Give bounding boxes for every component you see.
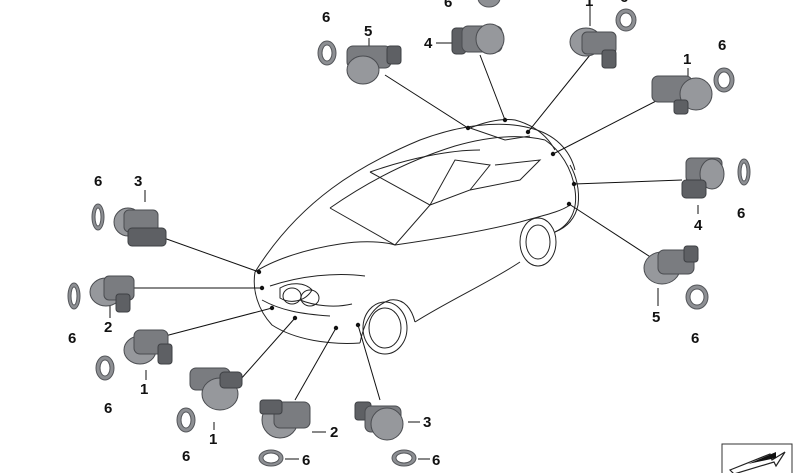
- sensor-top-right: [569, 27, 617, 69]
- callout-ring-bottom-c: 6: [432, 452, 440, 469]
- callout-ring-right-5: 6: [691, 330, 699, 347]
- ring-top: [477, 0, 501, 8]
- sensor-top-left: [346, 45, 402, 85]
- callout-sensor-left-2: 2: [104, 319, 112, 336]
- callout-ring-left-2: 6: [68, 330, 76, 347]
- sensor-right-4: [681, 157, 725, 199]
- ring-bottom-b: [258, 449, 284, 467]
- callout-sensor-bottom-2: 2: [330, 424, 338, 441]
- callout-labels: 6 5 6 4 1 6 1 6 4 6 5 6 6 3 2 6 1 6 6 1 …: [68, 0, 745, 469]
- sensor-bottom-2: [259, 399, 311, 439]
- callout-sensor-top-left: 5: [364, 23, 372, 40]
- callout-sensor-left-1: 1: [140, 381, 148, 398]
- ring-bottom-a: [176, 407, 196, 433]
- callout-ring-top-right: 6: [620, 0, 628, 6]
- callout-sensor-right-5: 5: [652, 309, 660, 326]
- sensor-bottom-3: [354, 401, 404, 441]
- callout-ring-bottom-b: 6: [302, 452, 310, 469]
- ring-right-1: [713, 67, 735, 93]
- sealing-rings: [67, 0, 751, 467]
- callout-sensor-bottom-3: 3: [423, 414, 431, 431]
- sensor-top: [451, 23, 505, 55]
- ring-left-3: [91, 203, 105, 231]
- leader-lines: [109, 6, 699, 433]
- callout-ring-right-1: 6: [718, 37, 726, 54]
- navigation-arrow-box[interactable]: [721, 443, 793, 473]
- ring-left-1: [95, 355, 115, 381]
- callout-ring-left-1: 6: [104, 400, 112, 417]
- ring-right-5: [685, 284, 709, 310]
- callout-ring-left-3: 6: [94, 173, 102, 190]
- vehicle-outline: [253, 119, 579, 355]
- ring-top-right: [615, 8, 637, 32]
- sensor-left-2: [89, 275, 135, 313]
- sensor-right-5: [643, 245, 699, 285]
- callout-sensor-left-3: 3: [134, 173, 142, 190]
- ring-bottom-c: [391, 449, 417, 467]
- callout-ring-top: 6: [444, 0, 452, 11]
- callout-ring-right-4: 6: [737, 205, 745, 222]
- parking-sensors: [89, 23, 725, 441]
- callout-ring-bottom-a: 6: [182, 448, 190, 465]
- callout-sensor-top-4: 4: [424, 35, 433, 52]
- sensor-bottom-1: [189, 367, 243, 411]
- callout-ring-top-left: 6: [322, 9, 330, 26]
- ring-top-left: [317, 40, 337, 66]
- callout-sensor-bottom-1: 1: [209, 431, 217, 448]
- sensor-left-1: [123, 329, 173, 365]
- sensor-left-3: [113, 207, 167, 247]
- callout-sensor-right-1: 1: [683, 51, 691, 68]
- ring-left-2: [67, 282, 81, 310]
- ring-right-4: [737, 158, 751, 186]
- callout-sensor-right-4: 4: [694, 217, 703, 234]
- sensor-right-1: [651, 75, 713, 115]
- callout-sensor-top-right: 1: [585, 0, 593, 10]
